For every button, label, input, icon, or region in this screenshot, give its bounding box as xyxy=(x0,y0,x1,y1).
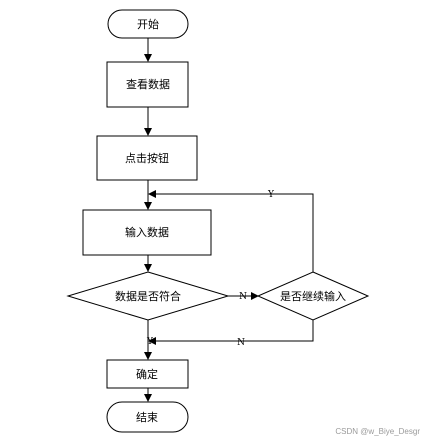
confirm-label: 确定 xyxy=(136,367,158,381)
edge-label-no-continue: N xyxy=(239,292,247,302)
end-node: 结束 xyxy=(106,401,189,433)
watermark-text: CSDN @w_Biye_Desgr xyxy=(335,427,420,436)
end-label: 结束 xyxy=(136,411,158,424)
edge-continue-no-confirm xyxy=(148,320,314,345)
click-button-node: 点击按钮 xyxy=(96,135,198,181)
confirm-node: 确定 xyxy=(106,359,189,389)
edge-label-no-confirm: N xyxy=(237,338,245,348)
edge-continue-yes-loop xyxy=(148,190,314,272)
view-data-label: 查看数据 xyxy=(126,77,170,91)
edge-label-yes-loop: Y xyxy=(267,190,275,200)
continue-input-label: 是否继续输入 xyxy=(280,289,346,303)
continue-input-decision: 是否继续输入 xyxy=(256,271,370,321)
data-match-decision: 数据是否符合 xyxy=(66,271,230,321)
click-button-label: 点击按钮 xyxy=(125,151,169,165)
start-label: 开始 xyxy=(137,17,159,31)
edge-label-yes-confirm: Y xyxy=(146,337,154,347)
data-match-label: 数据是否符合 xyxy=(115,289,181,303)
view-data-node: 查看数据 xyxy=(106,61,189,108)
start-node: 开始 xyxy=(107,9,189,39)
input-data-label: 输入数据 xyxy=(125,225,169,239)
input-data-node: 输入数据 xyxy=(82,209,212,256)
